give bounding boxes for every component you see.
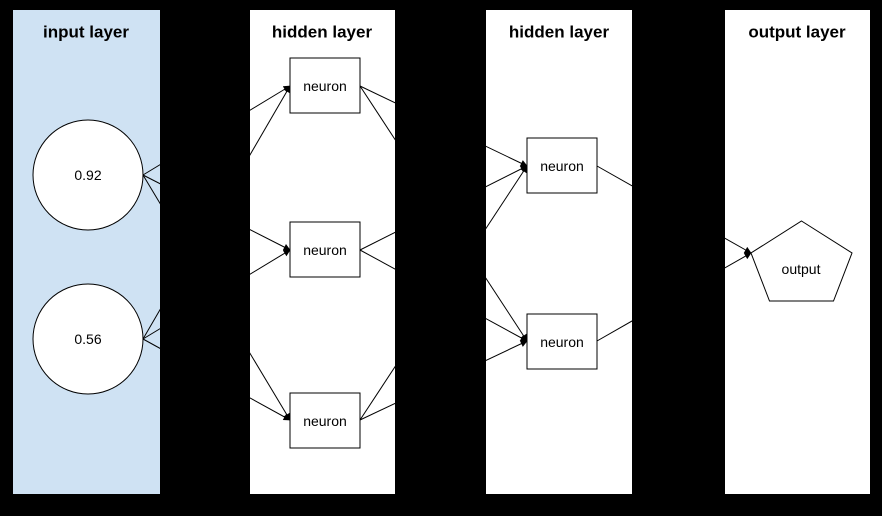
hidden1-neuron-3 bbox=[289, 392, 361, 449]
hidden1-neuron-1 bbox=[289, 57, 361, 114]
input-layer-title: input layer bbox=[43, 23, 129, 42]
output-node-label: output bbox=[782, 261, 821, 277]
input-node-1 bbox=[32, 119, 144, 231]
output-node-pentagon bbox=[750, 220, 853, 302]
input-layer-panel bbox=[13, 10, 160, 494]
input-node-1-label: 0.92 bbox=[74, 167, 101, 183]
hidden1-neuron-1-label: neuron bbox=[303, 78, 347, 94]
hidden2-neuron-1 bbox=[526, 137, 598, 194]
hidden-layer-2-title: hidden layer bbox=[509, 23, 610, 42]
hidden-layer-1-title: hidden layer bbox=[272, 23, 373, 42]
input-node-2-label: 0.56 bbox=[74, 331, 101, 347]
output-layer-title: output layer bbox=[748, 23, 846, 42]
hidden1-neuron-2 bbox=[289, 221, 361, 278]
hidden-layer-2-panel bbox=[486, 10, 632, 494]
hidden1-neuron-3-label: neuron bbox=[303, 413, 347, 429]
hidden2-neuron-2 bbox=[526, 313, 598, 370]
hidden2-neuron-1-label: neuron bbox=[540, 158, 584, 174]
hidden2-neuron-2-label: neuron bbox=[540, 334, 584, 350]
input-node-2 bbox=[32, 283, 144, 395]
hidden1-neuron-2-label: neuron bbox=[303, 242, 347, 258]
